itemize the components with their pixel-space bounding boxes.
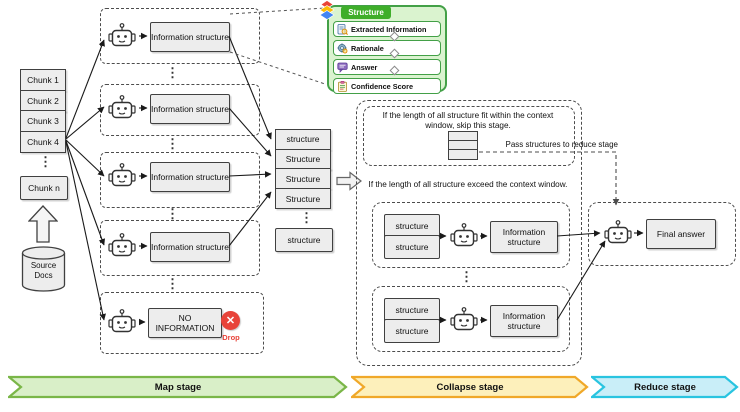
- structure-input-box: structure: [384, 235, 440, 259]
- collapse-stage-banner: Collapse stage: [351, 375, 589, 399]
- legend-item: Extracted Information: [333, 21, 441, 37]
- information-structure-box: Information structure: [150, 94, 230, 124]
- information-structure-box: Information structure: [150, 232, 230, 262]
- legend-item: Confidence Score: [333, 78, 441, 94]
- collapse-stage-label: Collapse stage: [436, 381, 504, 393]
- chunk-ellipsis: ⋮: [39, 154, 52, 169]
- robot-icon: [107, 232, 137, 259]
- information-structure-box: Information structure: [490, 305, 558, 337]
- structure-input-box: structure: [384, 319, 440, 343]
- chunk-box: Chunk 2: [20, 89, 66, 112]
- legend-item-label: Answer: [351, 62, 378, 72]
- structure-box: Structure: [275, 168, 331, 190]
- robot-icon: [603, 219, 633, 246]
- document-magnifier-icon: [337, 23, 348, 35]
- legend-item-label: Rationale: [351, 43, 384, 53]
- structure-stack: structure Structure Structure Structure: [275, 128, 331, 210]
- gear-magnifier-icon: [337, 42, 348, 54]
- legend-title-tab: Structure: [341, 6, 391, 19]
- legend-item: Rationale: [333, 40, 441, 56]
- pass-structures-label: Pass structures to reduce stage: [505, 140, 619, 149]
- legend-item-label: Extracted Information: [351, 24, 427, 34]
- legend-item: Answer: [333, 59, 441, 75]
- stack-ellipsis: ⋮: [300, 210, 313, 225]
- source-docs-cylinder: Source Docs: [21, 245, 66, 293]
- robot-icon: [107, 162, 137, 189]
- structure-box: structure: [275, 228, 333, 252]
- structure-box: structure: [275, 128, 331, 150]
- chunk-box: Chunk 4: [20, 131, 66, 154]
- structures-table-shape: [448, 130, 478, 160]
- map-row-container-drop: [100, 292, 264, 354]
- drop-x-icon: ✕: [221, 311, 240, 330]
- no-information-box: NO INFORMATION: [148, 308, 222, 338]
- map-ellipsis: ⋮: [166, 65, 179, 80]
- robot-icon: [107, 308, 137, 335]
- chunk-stack: Chunk 1 Chunk 2 Chunk 3 Chunk 4: [20, 68, 66, 154]
- map-ellipsis: ⋮: [166, 206, 179, 221]
- final-answer-box: Final answer: [646, 219, 716, 249]
- map-ellipsis: ⋮: [166, 276, 179, 291]
- reduce-stage-label: Reduce stage: [634, 381, 696, 393]
- information-structure-box: Information structure: [490, 221, 558, 253]
- up-arrow-shape: [28, 205, 58, 243]
- robot-icon: [449, 306, 479, 333]
- skip-condition-text: If the length of all structure fit withi…: [382, 111, 554, 131]
- block-arrow-icon: [336, 171, 362, 191]
- robot-icon: [449, 222, 479, 249]
- chunk-n-box: Chunk n: [20, 176, 68, 200]
- exceed-condition-text: If the length of all structure exceed th…: [368, 180, 568, 189]
- map-ellipsis: ⋮: [166, 136, 179, 151]
- structure-box: Structure: [275, 188, 331, 210]
- robot-icon: [107, 94, 137, 121]
- information-structure-box: Information structure: [150, 22, 230, 52]
- source-docs-label: Source Docs: [30, 261, 57, 280]
- chunk-box: Chunk 3: [20, 110, 66, 133]
- legend-item-label: Confidence Score: [351, 81, 414, 91]
- robot-icon: [107, 22, 137, 49]
- information-structure-box: Information structure: [150, 162, 230, 192]
- skip-condition-box: [363, 106, 575, 166]
- reduce-stage-banner: Reduce stage: [591, 375, 739, 399]
- map-stage-label: Map stage: [154, 381, 202, 393]
- layers-logo-icon: [317, 0, 337, 20]
- structure-legend: Structure Extracted Information Rational…: [327, 5, 447, 94]
- drop-label: Drop: [222, 333, 240, 342]
- collapse-ellipsis: ⋮: [460, 269, 473, 284]
- map-stage-banner: Map stage: [8, 375, 348, 399]
- chunk-box: Chunk 1: [20, 68, 66, 91]
- structure-box: Structure: [275, 148, 331, 170]
- clipboard-icon: [337, 80, 348, 92]
- speech-bubble-icon: [337, 62, 348, 73]
